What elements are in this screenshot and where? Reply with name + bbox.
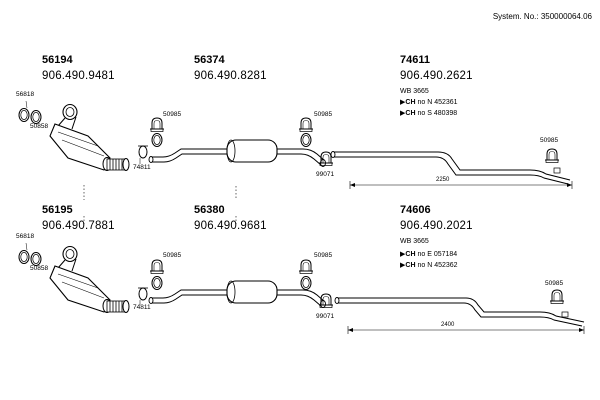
row2-callout-gasket-bottom: 50858 — [30, 265, 49, 272]
row1-tail-pipe — [330, 151, 571, 185]
row2-wb-label: WB 3665 — [400, 238, 429, 245]
row2-callout-flex-clamp: 74811 — [133, 304, 151, 311]
row1-left-clamp-set — [149, 117, 165, 147]
row2-end-clamp — [318, 293, 334, 308]
row1-callout-clamp-left: 50985 — [163, 111, 182, 118]
row2-tail-clamp — [549, 289, 565, 304]
row1-oem-number-1: 906.490.9481 — [42, 70, 115, 82]
row1-callout-tail-clamp: 50985 — [540, 137, 559, 144]
row2-tail-pipe — [334, 297, 585, 327]
row2-callout-end-clamp: 99071 — [316, 313, 335, 320]
row1-callout-gasket-top: 56818 — [16, 91, 35, 98]
row2-flange-clamp — [138, 287, 148, 305]
row2-left-clamp-set — [149, 259, 165, 290]
system-number: System. No.: 350000064.06 — [492, 12, 592, 21]
row2-ch-entry-2: ▶CH no N 452362 — [400, 262, 458, 269]
row2-article-number-2: 56380 — [194, 204, 225, 216]
row1-oem-number-2: 906.490.8281 — [194, 70, 267, 82]
row1-right-clamp-set — [298, 117, 314, 147]
row1-callout-end-clamp: 99071 — [316, 171, 335, 178]
row2-callout-tail-clamp: 50985 — [545, 280, 564, 287]
row1-oem-number-3: 906.490.2621 — [400, 70, 473, 82]
row1-ch-entry-2: ▶CH no S 480398 — [400, 110, 458, 117]
row1-article-number-3: 74611 — [400, 54, 430, 66]
row2-center-pipe-muffler — [148, 280, 327, 309]
row2-oem-number-1: 906.490.7881 — [42, 220, 115, 232]
row1-dimension-line — [349, 181, 573, 189]
row2-callout-clamp-right: 50985 — [314, 252, 333, 259]
row1-tail-clamp — [544, 148, 560, 163]
row1-callout-gasket-bottom: 50858 — [30, 123, 49, 130]
row2-oem-number-2: 906.490.9681 — [194, 220, 267, 232]
row1-article-number-2: 56374 — [194, 54, 225, 66]
row2-catalytic-converter — [49, 245, 130, 314]
row2-article-number-3: 74606 — [400, 204, 431, 216]
row1-callout-clamp-right: 50985 — [314, 111, 333, 118]
row2-ch-entry-1: ▶CH no E 057184 — [400, 251, 458, 258]
row1-article-number-1: 56194 — [42, 54, 73, 66]
row1-ch-entry-1: ▶CH no N 452361 — [400, 99, 458, 106]
row1-center-pipe-muffler — [148, 139, 327, 168]
row2-dimension-line — [347, 326, 585, 334]
row1-wb-label: WB 3665 — [400, 88, 429, 95]
row1-gaskets — [18, 100, 42, 124]
row2-oem-number-3: 906.490.2021 — [400, 220, 473, 232]
row1-callout-flex-clamp: 74811 — [133, 164, 151, 171]
row1-catalytic-converter — [49, 103, 130, 172]
row1-dimension-label: 2250 — [436, 177, 450, 183]
row2-callout-clamp-left: 50985 — [163, 252, 182, 259]
row2-callout-gasket-top: 56818 — [16, 233, 35, 240]
row2-dimension-label: 2400 — [441, 322, 455, 328]
row2-right-clamp-set — [298, 259, 314, 290]
row2-gaskets — [18, 242, 42, 266]
row2-article-number-1: 56195 — [42, 204, 73, 216]
row1-flange-clamp — [138, 145, 148, 164]
